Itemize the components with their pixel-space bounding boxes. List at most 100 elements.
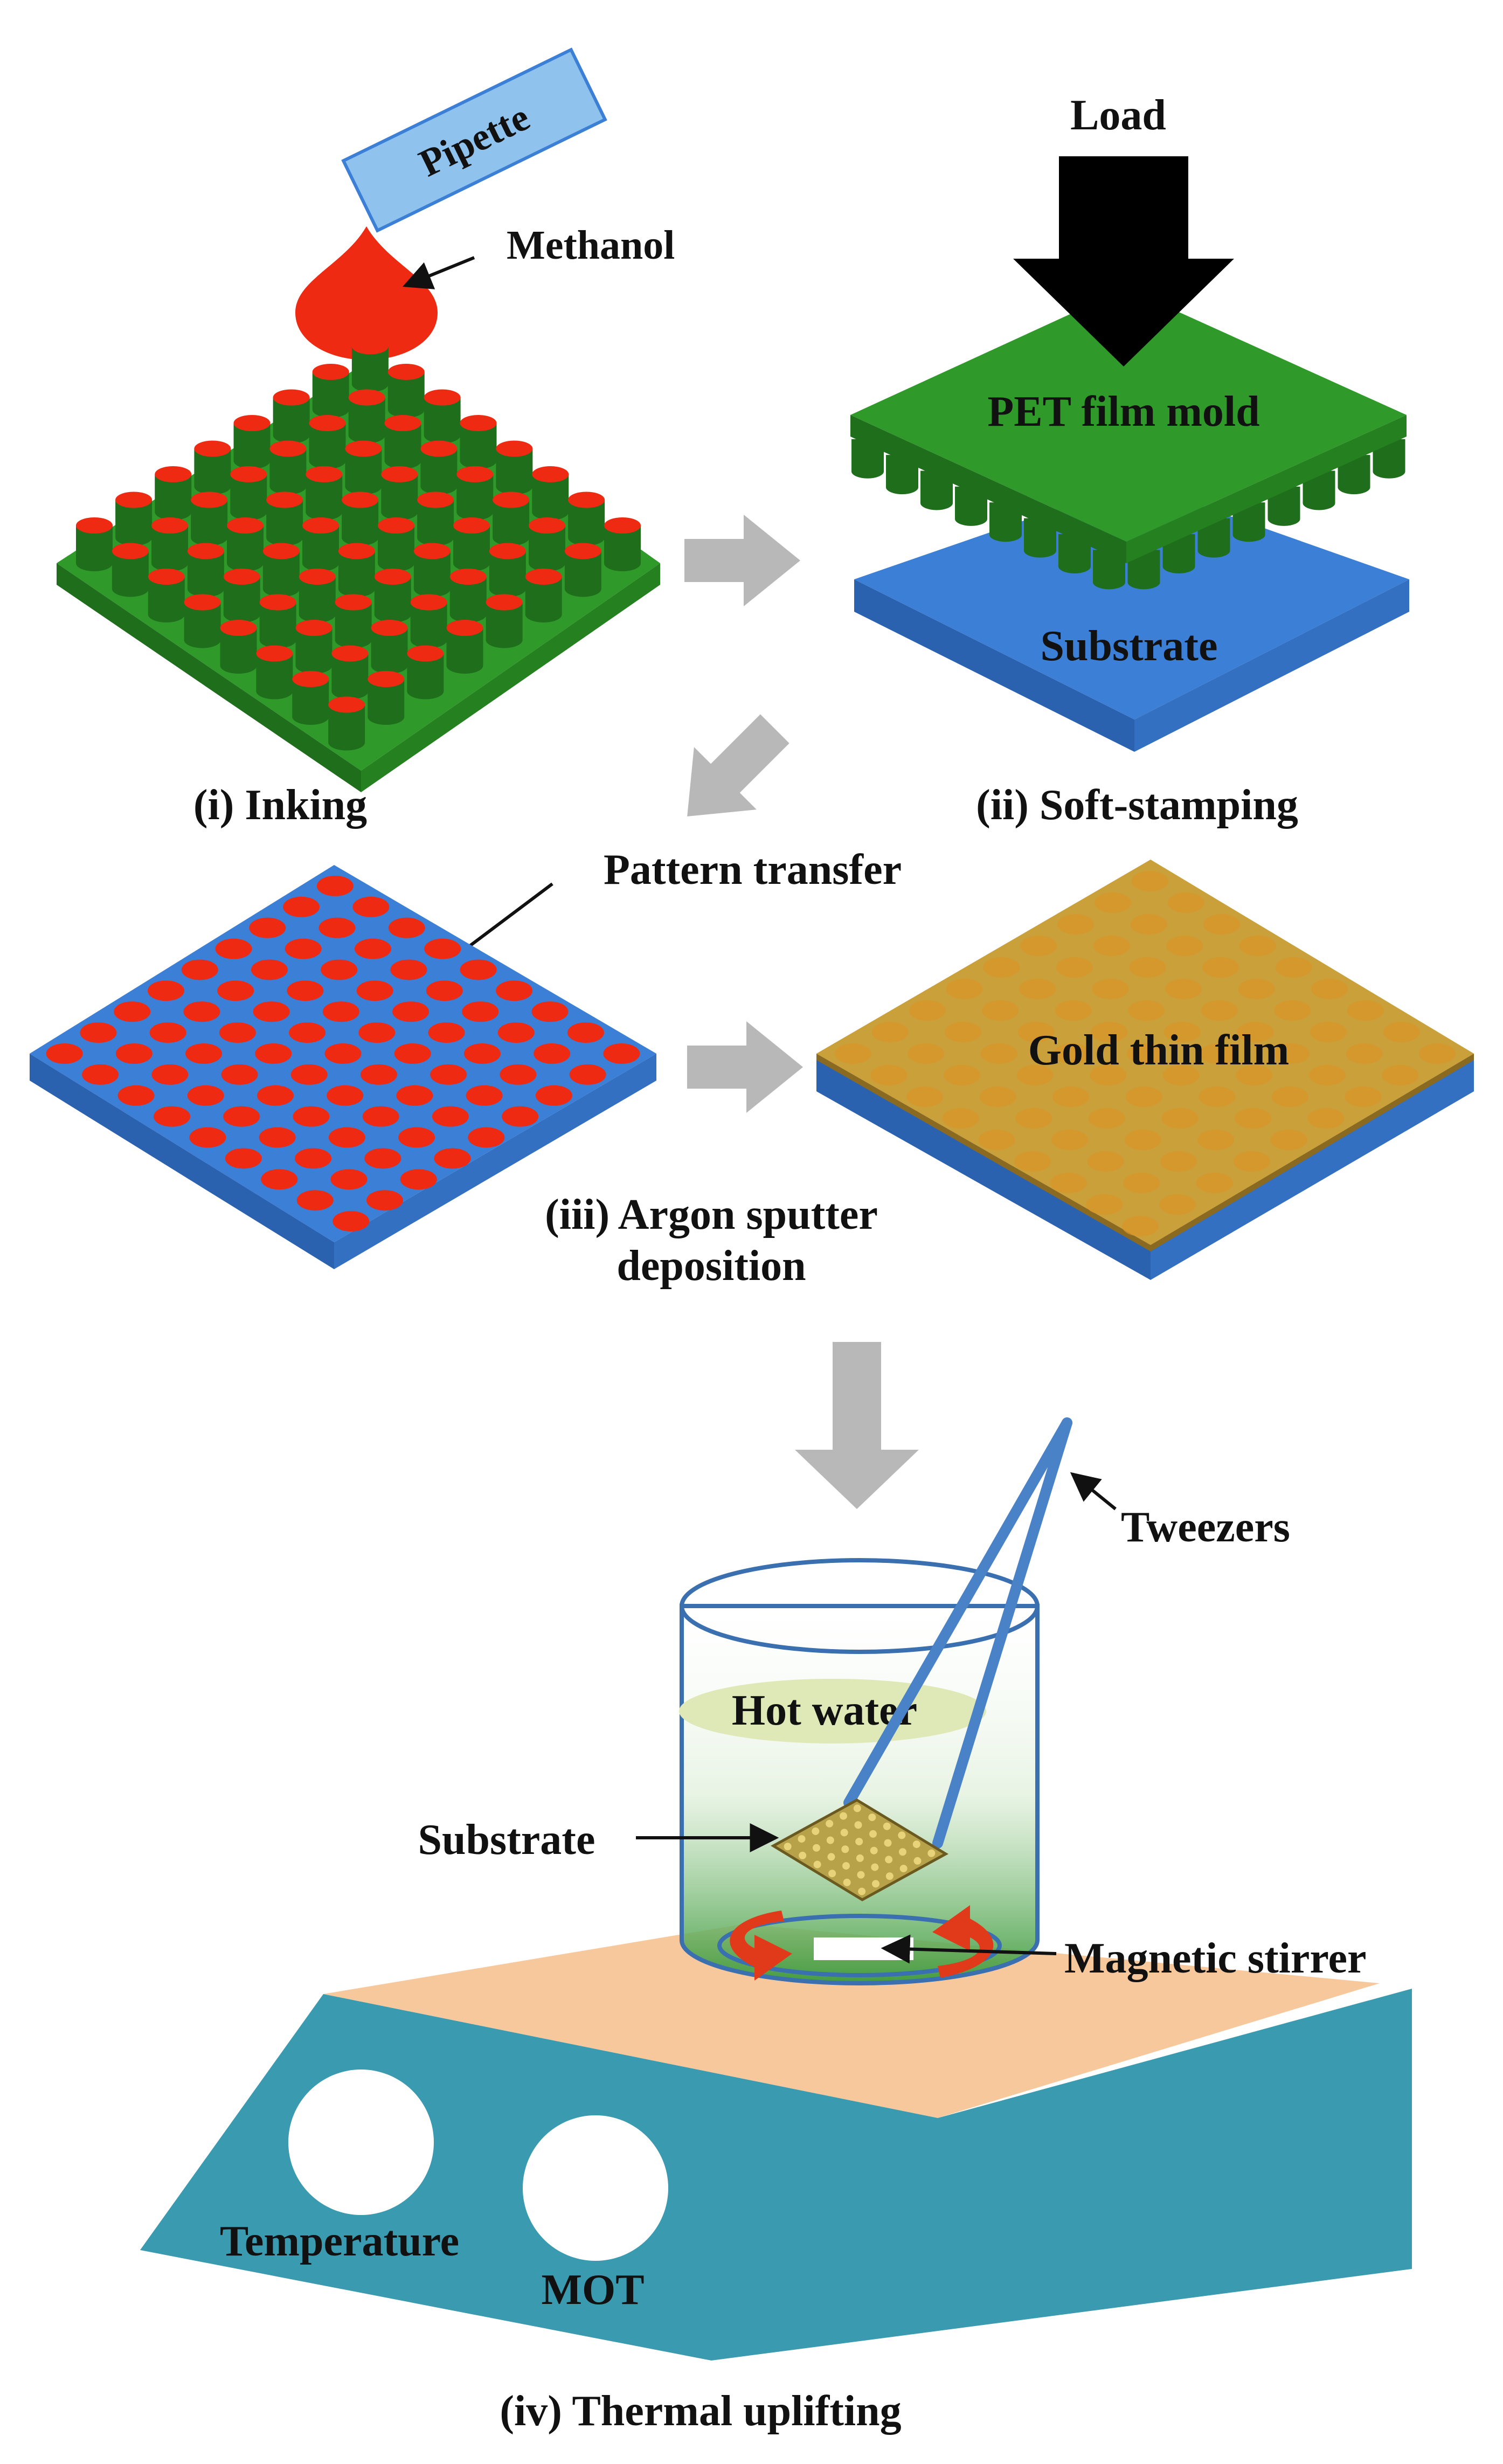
gold-dot xyxy=(1092,979,1129,999)
ink-pillar-top xyxy=(449,569,487,585)
ink-dot xyxy=(296,1190,334,1211)
ink-pillar xyxy=(191,500,228,546)
ink-dot xyxy=(354,938,391,959)
gold-dot xyxy=(1235,1108,1271,1129)
ink-pillar xyxy=(194,448,231,495)
ink-pillar-top xyxy=(295,620,333,636)
gold-dot xyxy=(1122,1216,1159,1236)
ink-dot xyxy=(500,1064,537,1085)
ink-dot xyxy=(328,1127,365,1148)
ink-dot xyxy=(432,1106,469,1127)
ink-pillar-top xyxy=(233,415,271,431)
ink-pillar xyxy=(299,577,336,623)
ink-dot xyxy=(534,1043,571,1064)
ink-pillar-top xyxy=(302,517,339,534)
ink-pillar-top xyxy=(148,569,185,585)
mold-pillars xyxy=(851,439,1405,590)
ink-dot xyxy=(502,1106,539,1127)
beaker-substrate-dot xyxy=(854,1821,862,1829)
mold-pillar xyxy=(1303,470,1335,510)
ink-pillar xyxy=(374,577,411,623)
gold-dot xyxy=(1382,1065,1419,1085)
ink-dot xyxy=(428,1022,465,1043)
gold-dot xyxy=(909,1000,946,1021)
patterned-substrate-panel: (iii) Argon sputter deposition xyxy=(30,865,878,1290)
temperature-knob[interactable] xyxy=(288,2070,434,2215)
gold-dot xyxy=(1239,936,1276,956)
gold-dot xyxy=(1125,1086,1162,1107)
ink-dot xyxy=(221,1064,258,1085)
hotplate-top-surface xyxy=(323,1924,1380,2118)
gold-dot xyxy=(1090,1065,1127,1085)
ink-dot xyxy=(261,1169,298,1190)
ink-dot xyxy=(535,1085,572,1106)
gold-dot xyxy=(1275,957,1312,978)
ink-dot xyxy=(360,1064,397,1085)
stir-circle xyxy=(717,1914,1002,1977)
beaker-rim xyxy=(680,1558,1040,1654)
ink-dot xyxy=(187,1085,224,1106)
mold-base-left-face xyxy=(57,563,361,792)
ink-dot xyxy=(223,1106,260,1127)
ink-dot xyxy=(396,1085,433,1106)
gold-dot xyxy=(1050,1173,1087,1193)
ink-dot xyxy=(181,959,218,980)
ink-pillar xyxy=(453,525,490,571)
hotplate-front-face xyxy=(140,1989,1412,2361)
beaker-substrate-dot xyxy=(899,1865,908,1873)
methanol-drop xyxy=(295,226,438,360)
ink-pillar xyxy=(76,525,113,571)
process-arrow-down xyxy=(795,1342,919,1509)
magnetic-stirrer-label: Magnetic stirrer xyxy=(1064,1935,1366,1982)
beaker-substrate-dot xyxy=(913,1857,922,1865)
gold-dot xyxy=(1161,1108,1199,1129)
ink-dot xyxy=(603,1043,640,1064)
gold-substrate-left-face xyxy=(816,1059,1151,1280)
ink-pillar-top xyxy=(486,594,523,611)
gold-dot xyxy=(834,1043,871,1064)
ink-dot xyxy=(219,1022,256,1043)
beaker-substrate-dot xyxy=(813,1860,821,1868)
beaker-substrate-dot xyxy=(841,1845,849,1853)
ink-dot xyxy=(567,1022,604,1043)
ink-pillar-top xyxy=(155,466,192,482)
mot-label: MOT xyxy=(541,2266,644,2314)
ink-dot xyxy=(400,1169,437,1190)
ink-pillar xyxy=(233,423,271,469)
gold-dot xyxy=(1093,936,1130,956)
ink-dot xyxy=(114,1001,151,1022)
ink-pillar xyxy=(292,679,329,725)
inking-panel: Pipette Methanol (i) Inking xyxy=(57,47,675,829)
step-iii-label-line1: (iii) Argon sputter xyxy=(545,1191,878,1238)
ink-pillar-top xyxy=(446,620,483,636)
ink-dot xyxy=(189,1127,226,1148)
gold-dot xyxy=(982,1000,1019,1021)
stir-arrow-left xyxy=(730,1911,792,1981)
gold-dot xyxy=(942,1108,979,1129)
gold-dot xyxy=(1020,936,1057,956)
beaker-substrate-dot xyxy=(883,1822,891,1830)
mold-pillar xyxy=(851,439,884,479)
ink-pillar xyxy=(273,397,310,444)
ink-dot xyxy=(251,959,288,980)
ink-pillar xyxy=(338,551,375,597)
stamp-substrate-top xyxy=(854,482,1409,719)
beaker-substrate-dot xyxy=(885,1856,893,1864)
ink-pillar-top xyxy=(378,517,414,534)
mot-knob[interactable] xyxy=(523,2115,668,2261)
ink-pillar xyxy=(342,500,379,546)
ink-pillar xyxy=(568,500,605,546)
gold-dot xyxy=(945,1022,982,1042)
gold-dot xyxy=(1016,1065,1054,1085)
ink-pillar xyxy=(266,500,303,546)
gold-dot xyxy=(1014,1151,1051,1172)
gold-dot xyxy=(1419,1043,1456,1064)
ink-dot-array xyxy=(46,875,640,1232)
ink-pillar xyxy=(306,474,343,521)
ink-dot xyxy=(327,1085,364,1106)
gold-dot xyxy=(1160,1151,1197,1172)
ink-pillar xyxy=(348,397,385,444)
mold-pillar xyxy=(1162,534,1195,573)
ink-pillar-top xyxy=(456,466,494,482)
